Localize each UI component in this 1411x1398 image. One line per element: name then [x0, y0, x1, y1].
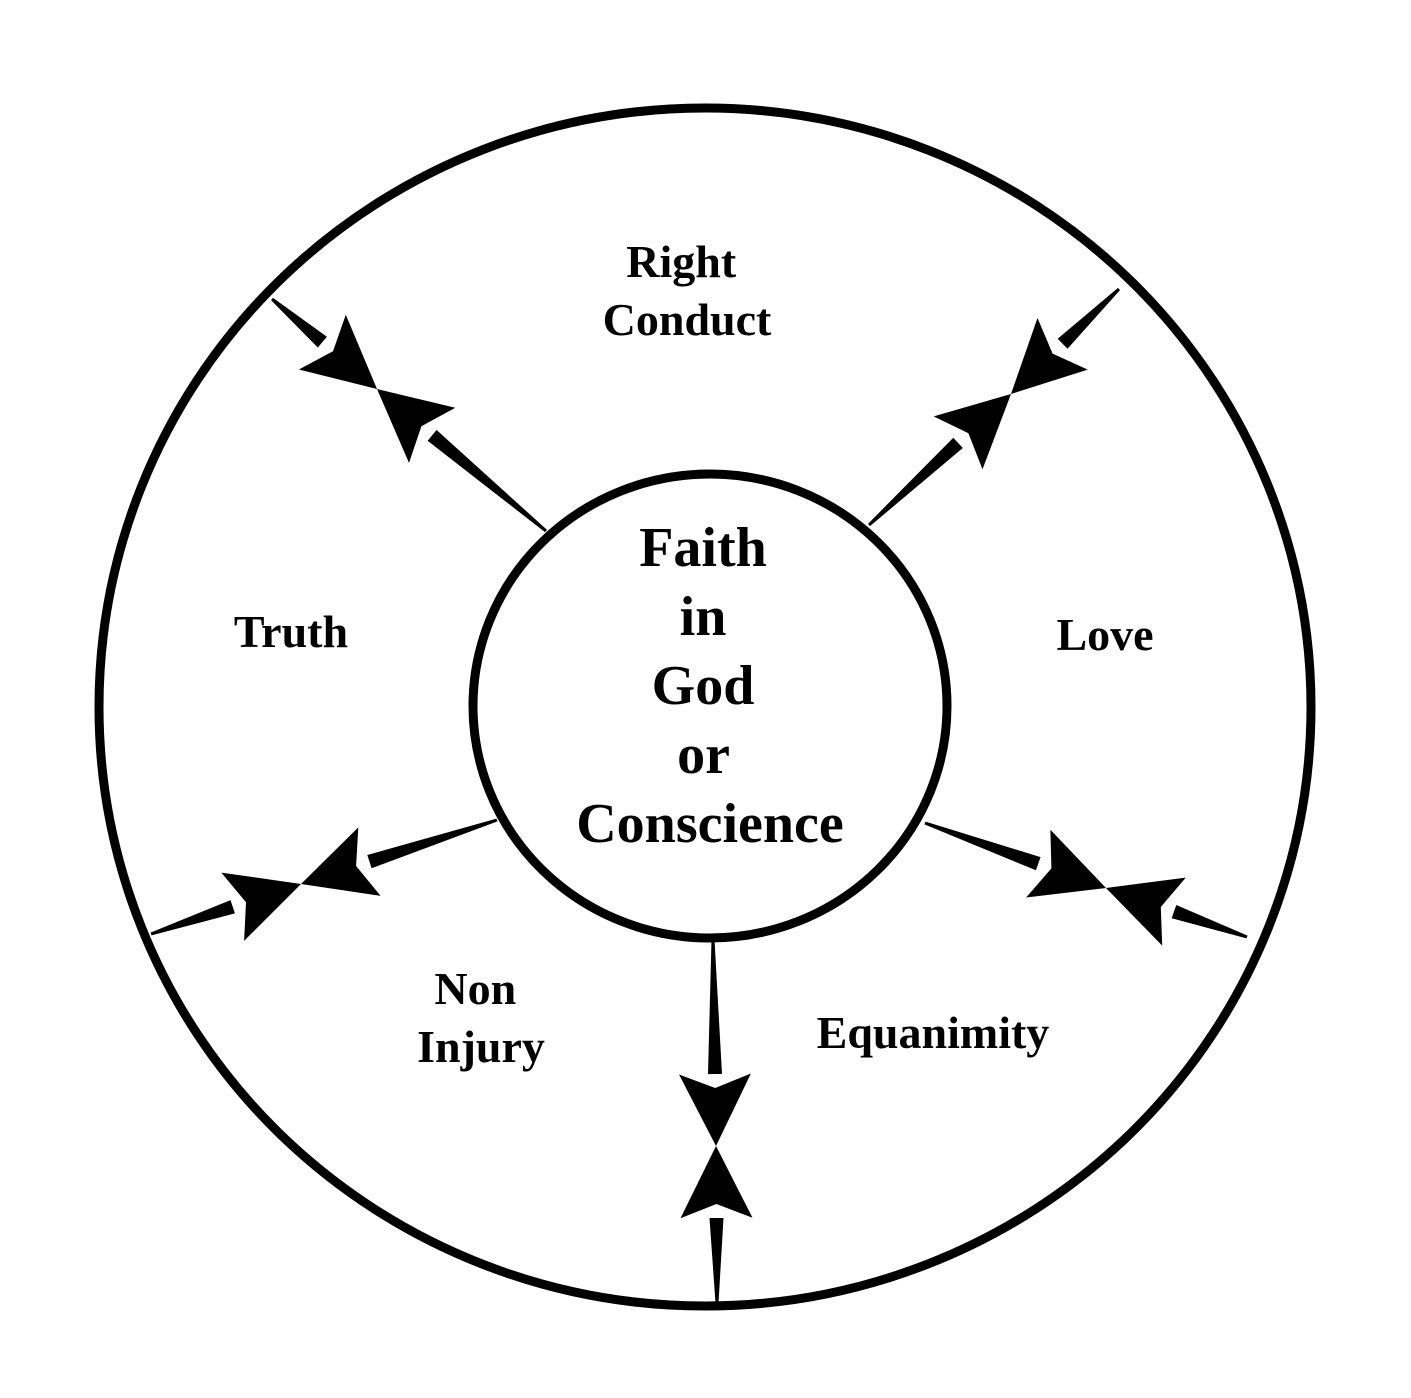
outer-circle — [94, 103, 1316, 1311]
center-line: Faith — [639, 517, 767, 579]
center-line: in — [680, 586, 727, 648]
spoke-connectors — [150, 287, 1248, 1303]
arrow-from-outer — [680, 1146, 753, 1303]
label-love: Love — [1056, 609, 1153, 660]
label-right-conduct: Right Conduct — [603, 236, 772, 345]
arrow-shaft — [427, 430, 547, 533]
label-line: Love — [1056, 609, 1153, 660]
arrowhead — [679, 1073, 751, 1146]
arrowhead — [221, 872, 301, 941]
label-truth: Truth — [234, 606, 348, 657]
arrow-shaft — [271, 297, 327, 348]
arrow-shaft — [150, 900, 235, 936]
label-line: Right — [626, 236, 737, 287]
label-line: Equanimity — [817, 1007, 1050, 1058]
arrowhead — [377, 389, 456, 463]
arrow-from-inner — [301, 818, 498, 896]
arrowhead — [1026, 829, 1106, 898]
label-non-injury: Non Injury — [417, 963, 545, 1072]
label-line: Injury — [417, 1021, 545, 1072]
center-line: or — [677, 724, 729, 786]
arrow-shaft — [924, 821, 1041, 871]
label-line: Truth — [234, 606, 348, 657]
center-line: Conscience — [576, 793, 844, 855]
arrow-shaft — [708, 940, 722, 1075]
spoke-equanimity-non-injury — [679, 940, 753, 1303]
arrow-shaft — [367, 818, 498, 869]
arrowhead — [933, 394, 1011, 470]
inner-circle — [468, 469, 952, 943]
spoke-right-conduct-love — [868, 287, 1120, 527]
label-line: Non — [434, 963, 516, 1014]
arrowhead — [680, 1146, 753, 1219]
arrow-from-inner — [377, 389, 547, 533]
arrowhead — [1106, 877, 1186, 946]
center-label: Faith in God or Conscience — [576, 517, 844, 855]
arrowhead — [1011, 318, 1088, 394]
arrow-from-inner — [679, 940, 751, 1146]
arrow-from-inner — [868, 394, 1011, 527]
spoke-truth-right-conduct — [271, 297, 547, 533]
label-equanimity: Equanimity — [817, 1007, 1050, 1058]
arrow-from-outer — [1011, 287, 1120, 394]
spoke-love-equanimity — [924, 821, 1248, 946]
center-line: God — [652, 655, 755, 717]
arrow-from-outer — [271, 297, 377, 389]
spoke-non-injury-truth — [150, 818, 498, 941]
arrow-from-outer — [150, 872, 301, 941]
arrowhead — [301, 827, 381, 896]
arrow-from-outer — [1106, 877, 1248, 946]
label-line: Conduct — [603, 294, 772, 345]
arrow-shaft — [1171, 905, 1248, 939]
arrowhead — [298, 314, 377, 389]
arrow-shaft — [709, 1218, 724, 1303]
arrow-shaft — [1057, 287, 1120, 349]
arrow-from-inner — [924, 821, 1106, 898]
arrow-shaft — [868, 437, 963, 527]
